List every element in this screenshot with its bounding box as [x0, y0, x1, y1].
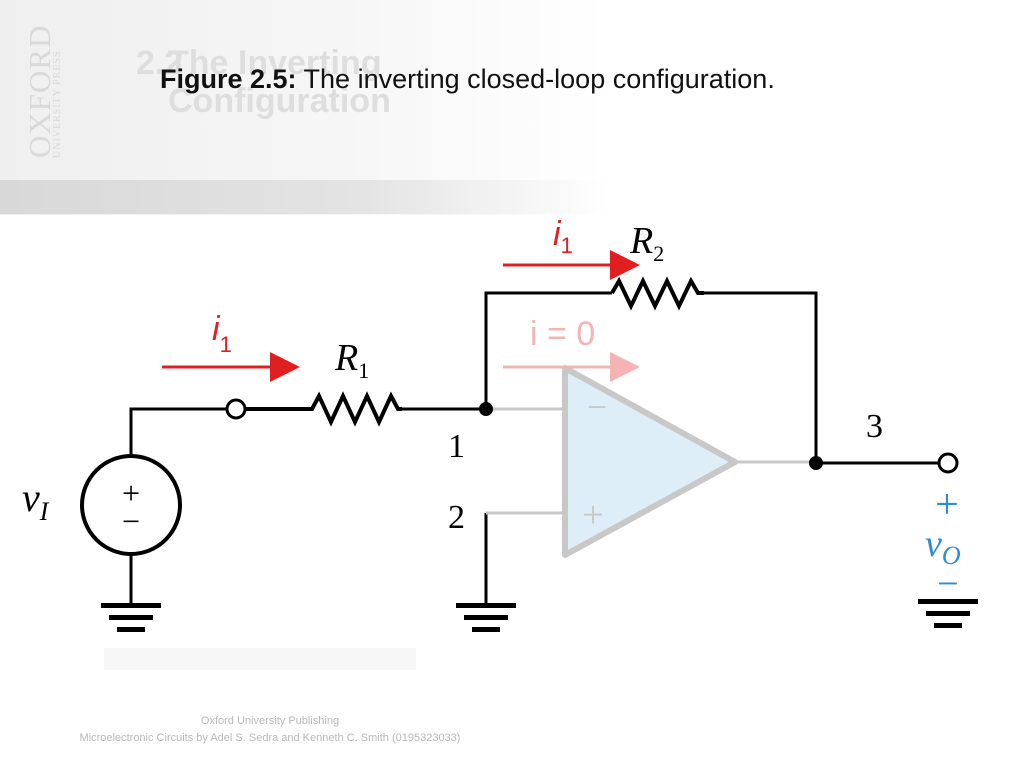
- vo-label: vO: [925, 523, 961, 570]
- r1-label: R1: [334, 337, 369, 383]
- resistor-r1: [246, 391, 402, 427]
- i1-left-label: i1: [212, 310, 232, 357]
- opamp-plus-sign: +: [582, 494, 603, 536]
- node3-label: 3: [866, 408, 883, 445]
- vo-minus-sign: −: [937, 563, 958, 605]
- resistor-r2: [610, 276, 704, 311]
- source-minus-sign: −: [122, 503, 140, 539]
- ground-symbols: [101, 599, 978, 632]
- caption-text: The inverting closed-loop configuration.: [296, 64, 775, 94]
- section-title: The Inverting Configuration: [168, 44, 391, 120]
- node1-junction: [479, 402, 493, 416]
- node1-label: 1: [448, 428, 465, 465]
- r2-label: R2: [629, 220, 664, 266]
- feedback-left-wire: [484, 291, 612, 409]
- output-ground-symbol: [918, 599, 978, 628]
- vi-label: vI: [22, 475, 50, 526]
- node2-ground-symbol: [456, 603, 516, 632]
- node3-junction: [809, 456, 823, 470]
- caption-label: Figure 2.5:: [160, 64, 297, 94]
- input-wire: [129, 407, 226, 455]
- source-plus-sign: +: [122, 475, 140, 511]
- header-band: [0, 180, 610, 214]
- source-ground-symbol: [101, 603, 161, 632]
- header-panel: [0, 0, 610, 215]
- vo-plus-sign: +: [935, 482, 959, 528]
- feedback-right-wire: [704, 291, 818, 463]
- figure-backdrop: [104, 648, 416, 670]
- opamp-minus-sign: −: [587, 387, 607, 427]
- i1-top-label: i1: [553, 215, 573, 258]
- input-terminal: [225, 398, 247, 420]
- figure-caption: Figure 2.5: The inverting closed-loop co…: [160, 64, 775, 95]
- section-number: 2.2: [136, 44, 184, 82]
- slide-title: 2.2 The Inverting Configuration: [136, 44, 508, 120]
- voltage-source: [80, 454, 182, 556]
- node2-label: 2: [448, 499, 465, 536]
- footer-publisher: Oxford University Publishing: [200, 715, 340, 727]
- footer-citation: Microelectronic Circuits by Adel S. Sedr…: [79, 732, 461, 744]
- i-zero-label: i = 0: [530, 315, 595, 353]
- op-amp-triangle: [562, 365, 738, 558]
- output-terminal: [937, 452, 959, 474]
